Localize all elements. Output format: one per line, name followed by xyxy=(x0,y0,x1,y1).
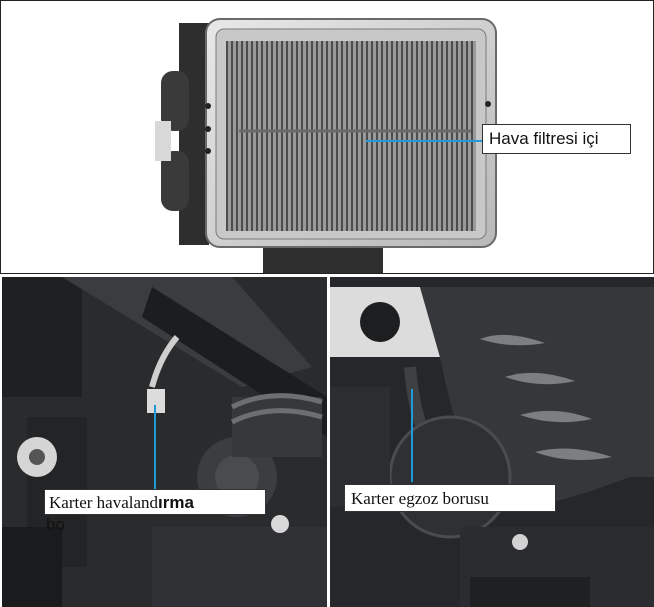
bolt-head xyxy=(271,515,289,533)
crankcase-vent-label-text: Karter havaland xyxy=(49,493,159,512)
cover-slot xyxy=(520,410,592,423)
crankcase-exhaust-label-text: Karter egzoz borusu xyxy=(351,489,489,508)
screw-icon xyxy=(205,126,211,132)
screw-icon xyxy=(205,148,211,154)
cover-slot xyxy=(505,372,575,385)
crankcase-exhaust-label: Karter egzoz borusu xyxy=(344,484,556,512)
bolt-hole xyxy=(360,302,400,342)
screw-icon xyxy=(205,103,211,109)
crankcase xyxy=(152,527,327,607)
cover-slot xyxy=(535,448,612,461)
engine-cover xyxy=(388,415,512,539)
crankcase-vent-photo xyxy=(2,277,327,607)
cover-slot xyxy=(480,334,545,346)
crankcase-vent-label: Karter havalandırma xyxy=(44,489,266,515)
air-filter-illustration xyxy=(155,18,497,273)
bracket xyxy=(155,121,171,161)
crankcase-exhaust-photo xyxy=(330,277,654,607)
hose-clamp xyxy=(147,389,165,413)
air-filter-label-text: Hava filtresi içi xyxy=(489,129,599,148)
filter-mesh xyxy=(226,41,476,231)
filter-housing-rear xyxy=(179,23,209,245)
bolt-head xyxy=(512,534,528,550)
air-filter-label: Hava filtresi içi xyxy=(482,124,631,154)
crankcase-vent-panel xyxy=(2,277,327,607)
crankcase-vent-label-bold: ırma xyxy=(158,493,194,512)
crankcase-vent-label-wrap: bo xyxy=(46,515,65,534)
screw-icon xyxy=(485,101,491,107)
frame-part xyxy=(2,277,82,397)
vent-hose xyxy=(149,335,180,388)
crankcase-exhaust-panel xyxy=(330,277,654,607)
engine-pipes xyxy=(232,397,322,457)
intake-tube-lower xyxy=(161,151,189,211)
intake-tube-upper xyxy=(161,71,189,131)
